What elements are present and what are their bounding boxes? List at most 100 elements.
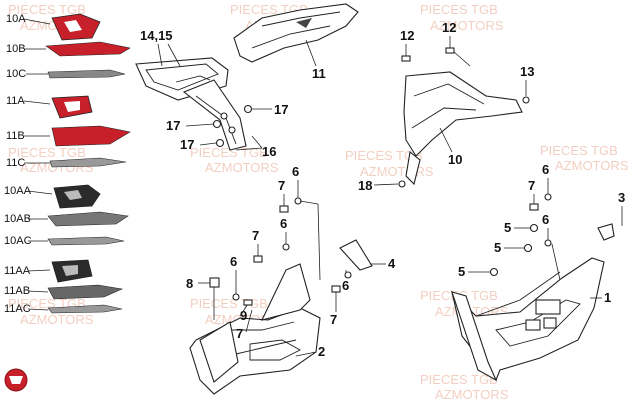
screw-icon [523, 243, 533, 253]
decal-code-10AC: 10AC [4, 235, 32, 247]
screw-icon [243, 299, 253, 306]
decal-column: 10A 10B 10C 11A 11B 11C 10AA 10AB [4, 13, 131, 315]
watermark-text: AZMOTORS [430, 18, 504, 33]
front-cover-tip [405, 150, 421, 186]
decal-code-10AA: 10AA [4, 185, 32, 197]
watermark-text: AZMOTORS [20, 312, 94, 327]
clip-icon [445, 47, 455, 54]
callout-6-e: 6 [542, 162, 549, 177]
screw-icon [529, 203, 539, 211]
watermark-text: AZMOTORS [555, 158, 629, 173]
floor-panel-2: 2 4 [189, 239, 396, 395]
callout-17-c: 17 [180, 137, 194, 152]
watermark-text: AZMOTORS [205, 160, 279, 175]
floor-panel-side [260, 263, 311, 321]
callout-13: 13 [520, 64, 534, 79]
bolt-icon [212, 119, 222, 129]
watermark-text: PIECES TGB [540, 143, 618, 158]
nut-icon [344, 271, 352, 279]
callout-7-c: 7 [236, 326, 243, 341]
callout-17-a: 17 [274, 102, 288, 117]
nut-icon [544, 239, 552, 247]
decal-code-11AB: 11AB [4, 285, 30, 297]
bolt-group-17: 17 17 17 16 [166, 102, 288, 159]
callout-17-b: 17 [166, 118, 180, 133]
callout-14-15: 14,15 [140, 28, 173, 43]
front-cover-10: 10 12 12 13 18 [358, 20, 534, 193]
decal-11AC-graphic [47, 304, 123, 314]
floor-panel-1: 3 1 [451, 190, 625, 382]
callout-3: 3 [618, 190, 625, 205]
watermark-text: PIECES TGB [8, 2, 86, 17]
callout-6-c: 6 [230, 254, 237, 269]
rear-body-cover-11: 11 [233, 3, 359, 81]
callout-5-c: 5 [458, 264, 465, 279]
decal-11C-graphic [49, 157, 127, 168]
decal-code-11B: 11B [6, 130, 25, 142]
rear-carrier-assembly: 14,15 [135, 28, 247, 151]
decal-10AB-graphic [47, 211, 129, 227]
clip-icon [209, 277, 220, 288]
decal-10B-graphic [45, 41, 131, 57]
decal-code-11AA: 11AA [4, 265, 31, 277]
decal-code-10A: 10A [6, 13, 26, 25]
callout-8: 8 [186, 276, 193, 291]
screw-icon [331, 285, 341, 293]
watermark-text: PIECES TGB [420, 372, 498, 387]
left-floor-fasteners: 7 6 6 7 8 6 9 7 6 7 [186, 164, 352, 341]
decal-code-11AC: 11AC [4, 303, 31, 315]
watermark-text: AZMOTORS [435, 387, 509, 400]
nut-icon [232, 293, 240, 301]
callout-5-a: 5 [504, 220, 511, 235]
callout-2: 2 [318, 344, 325, 359]
callout-6-d: 6 [342, 278, 349, 293]
bolt-icon [215, 138, 225, 148]
screw-icon [522, 96, 530, 104]
floor-panel-side [451, 291, 498, 382]
callout-7-d: 7 [330, 312, 337, 327]
nut-icon [282, 243, 290, 251]
callout-7-a: 7 [278, 178, 285, 193]
callout-10: 10 [448, 152, 462, 167]
screw-icon [253, 255, 263, 263]
callout-4: 4 [388, 256, 396, 271]
callout-6-a: 6 [292, 164, 299, 179]
watermark-text: PIECES TGB [8, 145, 86, 160]
decal-10C-graphic [47, 69, 126, 79]
screw-icon [489, 267, 499, 277]
callout-16: 16 [262, 144, 276, 159]
front-cover-shell [403, 71, 523, 157]
screw-icon [529, 223, 539, 233]
callout-1: 1 [604, 290, 611, 305]
right-floor-fasteners: 7 6 6 5 5 5 [458, 162, 561, 281]
callout-5-b: 5 [494, 240, 501, 255]
watermark-text: PIECES TGB [190, 296, 268, 311]
watermark-text: PIECES TGB [420, 2, 498, 17]
callout-12-b: 12 [442, 20, 456, 35]
decal-11B-graphic [51, 125, 131, 147]
decal-code-10C: 10C [6, 68, 26, 80]
callout-7-e: 7 [528, 178, 535, 193]
watermark-text: AZMOTORS [360, 164, 434, 179]
brand-logo [4, 368, 28, 392]
callout-7-b: 7 [252, 228, 259, 243]
clip-icon [401, 55, 411, 62]
decal-10AC-graphic [47, 236, 125, 246]
callout-6-b: 6 [280, 216, 287, 231]
decal-code-11A: 11A [6, 95, 25, 107]
callout-6-f: 6 [542, 212, 549, 227]
bolt-icon [243, 104, 253, 114]
callout-11: 11 [312, 66, 326, 81]
nut-icon [544, 193, 552, 201]
watermark-text: PIECES TGB [345, 148, 423, 163]
callout-18: 18 [358, 178, 372, 193]
callout-9: 9 [240, 308, 247, 323]
screw-icon [398, 180, 406, 188]
decal-11AB-graphic [47, 284, 124, 300]
callout-12-a: 12 [400, 28, 414, 43]
decal-code-10AB: 10AB [4, 213, 31, 225]
decal-code-10B: 10B [6, 43, 26, 55]
decal-code-11C: 11C [6, 157, 25, 169]
